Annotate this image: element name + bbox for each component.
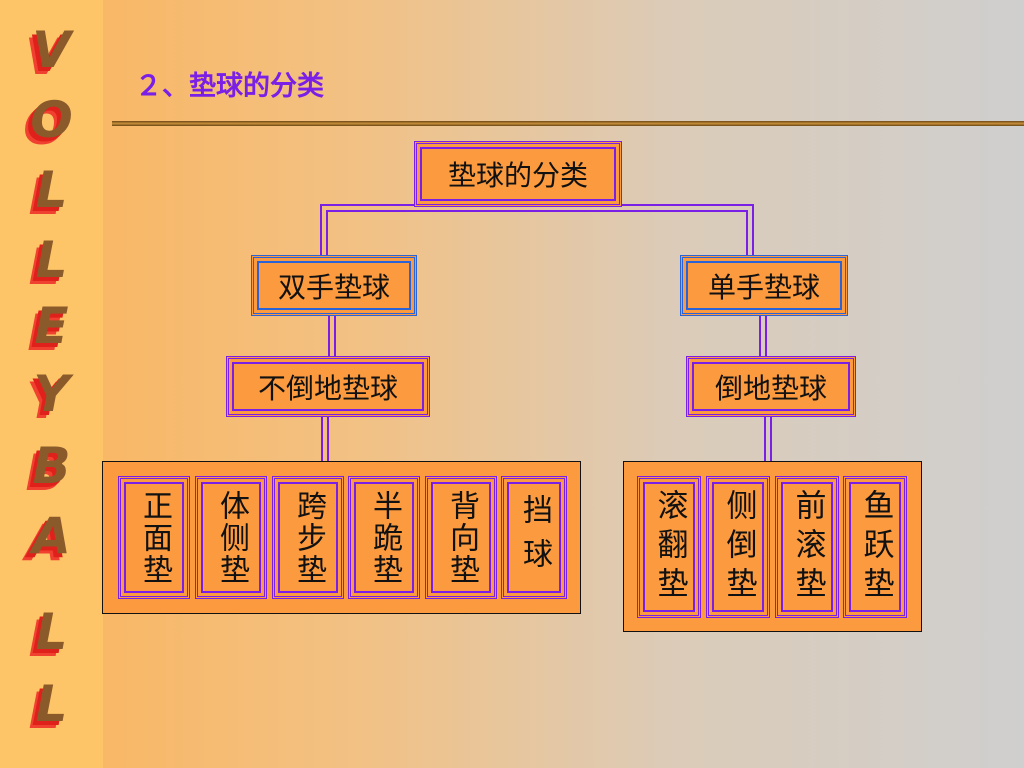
side-letter: L (35, 161, 68, 219)
leaf-front-pass: 正面垫 (118, 476, 190, 599)
side-letter: L (35, 675, 68, 733)
side-letter: V (32, 21, 71, 79)
leaf-block-ball: 挡球 (501, 476, 567, 599)
side-letter: L (35, 603, 68, 661)
slide-title: ２、垫球的分类 (135, 71, 324, 102)
leaf-label: 滚翻垫 (651, 488, 688, 606)
leaf-kneel-pass: 半跪垫 (348, 476, 420, 599)
side-letter: A (32, 507, 71, 565)
leaf-label: 鱼跃垫 (857, 488, 894, 606)
leaf-label: 挡球 (517, 493, 552, 582)
leaf-label: 侧倒垫 (720, 488, 757, 606)
leaf-label: 背向垫 (444, 489, 479, 586)
fall-node: 倒地垫球 (686, 356, 856, 417)
volleyball-vertical-text: V O L L E Y B A L L (0, 0, 103, 768)
leaf-back-pass: 背向垫 (425, 476, 497, 599)
side-letter: Y (33, 365, 70, 423)
leaf-side-pass: 体侧垫 (195, 476, 267, 599)
leaf-dive-pass: 鱼跃垫 (843, 476, 907, 618)
title-divider (112, 121, 1024, 126)
root-node: 垫球的分类 (414, 141, 622, 207)
leaf-label: 前滚垫 (789, 488, 826, 606)
side-letter: L (35, 231, 68, 289)
leaf-label: 跨步垫 (291, 489, 326, 586)
non-fall-node: 不倒地垫球 (226, 356, 430, 417)
leaf-label: 正面垫 (137, 489, 172, 586)
leaf-side-fall-pass: 侧倒垫 (706, 476, 770, 618)
leaf-step-pass: 跨步垫 (272, 476, 344, 599)
side-letter: O (30, 91, 73, 149)
side-letter: B (32, 437, 71, 495)
leaf-label: 体侧垫 (214, 489, 249, 586)
leaf-label: 半跪垫 (367, 489, 402, 586)
side-stripe (0, 0, 103, 768)
leaf-roll-pass: 滚翻垫 (637, 476, 701, 618)
side-letter: E (34, 297, 69, 355)
leaf-front-roll-pass: 前滚垫 (775, 476, 839, 618)
one-hand-node: 单手垫球 (680, 255, 848, 316)
two-hand-node: 双手垫球 (251, 255, 417, 316)
